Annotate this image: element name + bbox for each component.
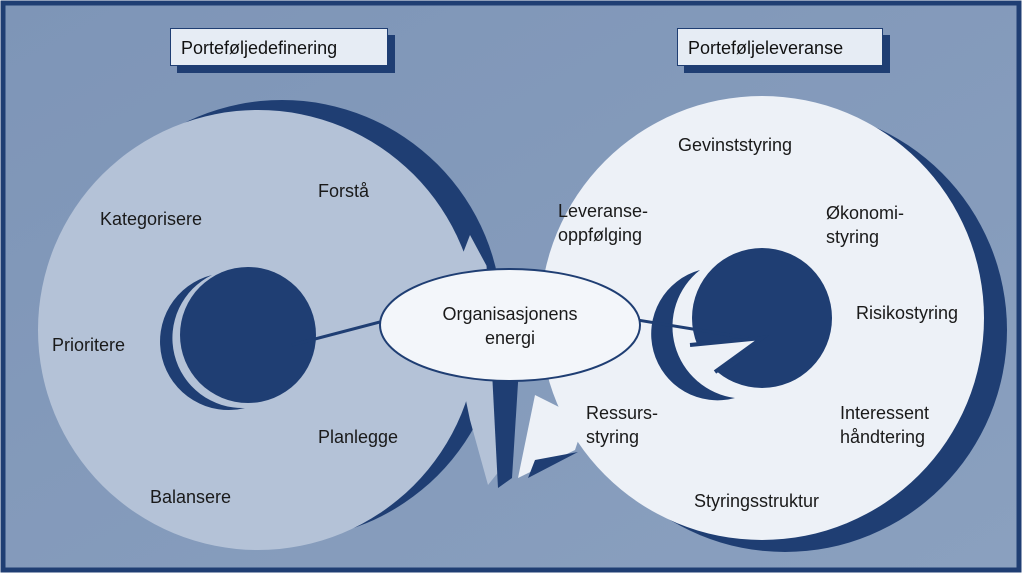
label-balansere: Balansere: [150, 487, 232, 507]
label-interessent-line2: håndtering: [840, 427, 926, 447]
label-gevinststyring: Gevinststyring: [678, 135, 793, 155]
label-prioritere: Prioritere: [52, 335, 126, 355]
right-arrow-tail-shadow: [528, 452, 578, 478]
right-ring-notch: [690, 338, 762, 372]
center-label-line2: energi: [484, 328, 536, 348]
label-risikostyring: Risikostyring: [856, 303, 959, 323]
right-ring: [540, 96, 984, 540]
left-header: Porteføljedefinering: [170, 28, 388, 66]
connector-right: [624, 316, 749, 340]
label-ressurs-line2: styring: [586, 427, 640, 447]
connector-left: [291, 316, 396, 347]
center-ellipse: [379, 268, 641, 382]
label-interessent-line1: Interessent: [840, 403, 930, 423]
left-inner-shadow: [160, 275, 245, 411]
label-okonomi-line2: styring: [826, 227, 880, 247]
right-ring-notch-edge: [689, 335, 770, 374]
left-ring: [38, 110, 478, 550]
label-planlegge: Planlegge: [318, 427, 399, 447]
label-forsta: Forstå: [318, 181, 370, 201]
label-okonomi-line1: Økonomi-: [826, 203, 905, 223]
label-kategorisere: Kategorisere: [100, 209, 203, 229]
right-arrow-tail: [518, 395, 585, 478]
center-label-line1: Organisasjonens: [442, 304, 578, 324]
label-leveranse-line1: Leveranse-: [558, 201, 649, 221]
label-leveranse-line2: oppfølging: [558, 225, 643, 245]
right-inner-shadow: [651, 270, 735, 401]
label-ressurs-line1: Ressurs-: [586, 403, 659, 423]
right-header: Porteføljeleveranse: [677, 28, 883, 66]
label-styringsstruktur: Styringsstruktur: [694, 491, 820, 511]
